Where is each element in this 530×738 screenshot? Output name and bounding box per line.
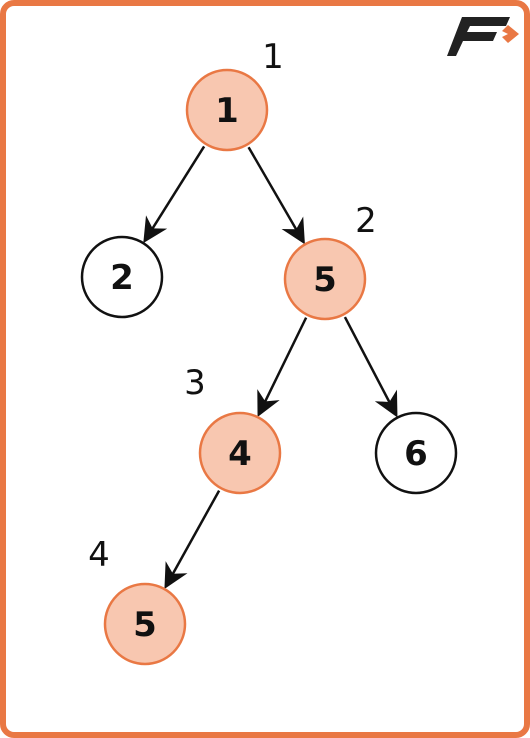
- edge-n5a-n6: [343, 316, 398, 418]
- tree-node-n5b: 5: [103, 582, 187, 666]
- node-label: 4: [228, 434, 252, 474]
- tree-node-n1: 1: [185, 68, 269, 152]
- node-circle: [80, 235, 164, 319]
- visit-order-label: 3: [184, 363, 206, 403]
- edge-n4-n5b: [164, 489, 221, 590]
- tree-node-n5a: 5: [283, 237, 367, 321]
- visit-order-label: 2: [355, 201, 377, 241]
- node-circle: [283, 237, 367, 321]
- brand-logo-icon: [447, 17, 519, 56]
- tree-node-n2: 2: [80, 235, 164, 319]
- tree-node-n4: 4: [198, 411, 282, 495]
- edges-layer: [143, 145, 398, 590]
- visit-order-label: 1: [262, 37, 284, 77]
- node-circle: [198, 411, 282, 495]
- node-label: 5: [133, 605, 157, 645]
- edge-n1-n5a: [247, 146, 305, 245]
- edge-n1-n2: [143, 145, 206, 244]
- node-label: 6: [404, 434, 428, 474]
- visit-order-label: 4: [88, 535, 110, 575]
- edge-n5a-n4: [257, 317, 308, 418]
- node-label: 1: [215, 91, 239, 131]
- tree-node-n6: 6: [374, 411, 458, 495]
- node-circle: [185, 68, 269, 152]
- node-label: 5: [313, 260, 337, 300]
- node-circle: [374, 411, 458, 495]
- node-label: 2: [110, 258, 134, 298]
- node-circle: [103, 582, 187, 666]
